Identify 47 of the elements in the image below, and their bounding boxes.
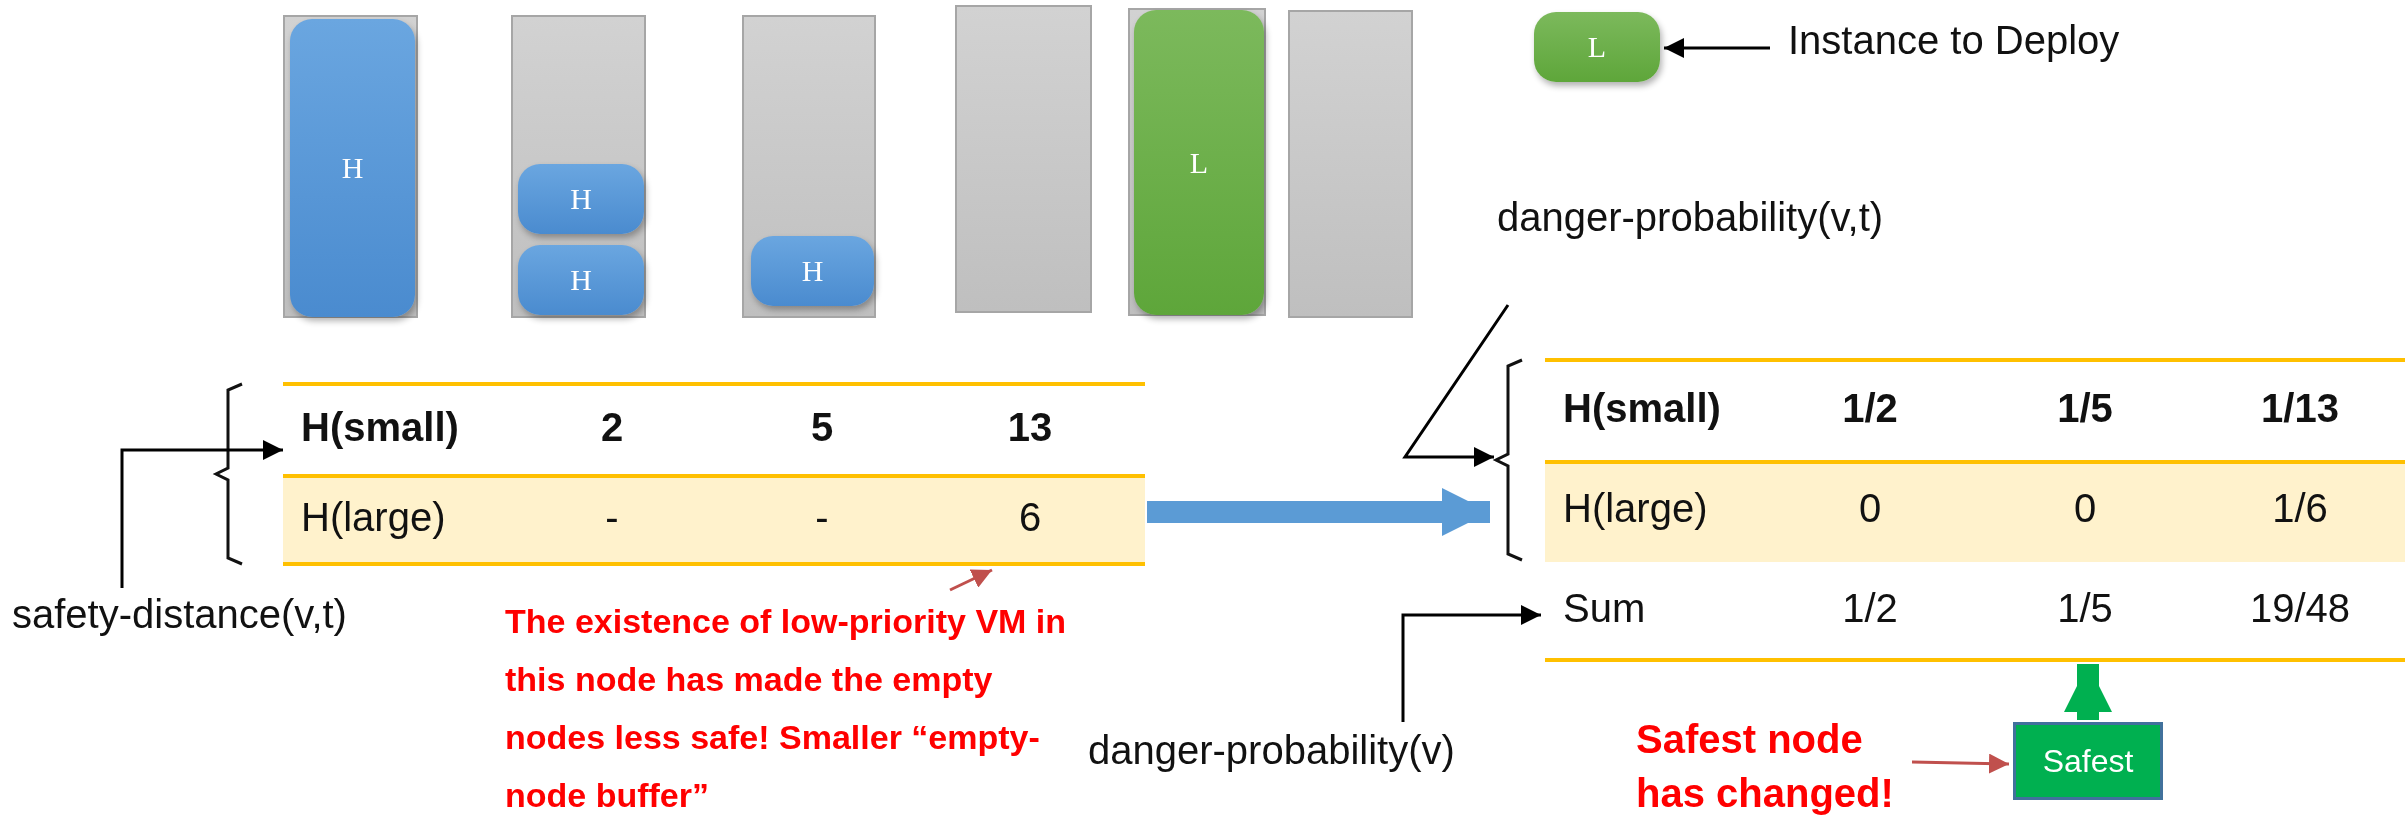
vm-block: H bbox=[518, 245, 644, 315]
leader-arrow bbox=[949, 568, 993, 592]
table-cell: 1/6 bbox=[2272, 486, 2328, 531]
table-cell: - bbox=[605, 495, 619, 540]
table-cell: 0 bbox=[2073, 486, 2097, 531]
vm-block: L bbox=[1134, 10, 1264, 315]
server-slot bbox=[955, 5, 1092, 313]
vm-block: H bbox=[751, 236, 874, 306]
block-arrow bbox=[1147, 488, 1490, 536]
formula-label: danger-probability(v,t) bbox=[1497, 195, 1957, 255]
table-cell: 1/2 bbox=[1842, 586, 1898, 631]
table-cell: 2 bbox=[600, 405, 624, 450]
formula-label: danger-probability(v) bbox=[1088, 728, 1528, 788]
table-cell: 6 bbox=[1018, 495, 1042, 540]
safest-marker: Safest bbox=[2013, 722, 2163, 800]
table-cell: - bbox=[815, 495, 829, 540]
table-cell: 1/5 bbox=[2057, 386, 2113, 431]
server-slot bbox=[742, 15, 876, 318]
vm-block: H bbox=[518, 164, 644, 234]
block-arrow bbox=[2064, 664, 2112, 720]
arrow bbox=[1401, 605, 1541, 722]
table-cell: 13 bbox=[1007, 405, 1053, 450]
table-cell: 0 bbox=[1858, 486, 1882, 531]
formula-label: Instance to Deploy bbox=[1788, 18, 2208, 78]
table-cell: 1/13 bbox=[2261, 386, 2339, 431]
annotation-text: The existence of low-priority VM in this node has made the empty nodes less safe! Smaller “empty-node buffer” bbox=[505, 592, 1085, 830]
row-header: H(small) bbox=[301, 405, 459, 450]
vm-block: H bbox=[290, 19, 415, 317]
leader-arrow bbox=[1911, 753, 2010, 774]
formula-label: safety-distance(v,t) bbox=[12, 592, 432, 652]
table-cell: 1/2 bbox=[1842, 386, 1898, 431]
table-cell: 19/48 bbox=[2249, 586, 2351, 631]
table-cell: 1/5 bbox=[2057, 586, 2113, 631]
vm-block: L bbox=[1534, 12, 1660, 82]
data-table bbox=[1545, 358, 2405, 562]
table-cell: 5 bbox=[810, 405, 834, 450]
data-table bbox=[283, 382, 1145, 566]
server-slot bbox=[511, 15, 646, 318]
arrow bbox=[120, 440, 283, 588]
arrow bbox=[1664, 38, 1770, 58]
row-header: Sum bbox=[1563, 586, 1646, 631]
arrow bbox=[1402, 304, 1510, 467]
row-header: H(large) bbox=[1563, 486, 1708, 531]
server-slot bbox=[1288, 10, 1413, 318]
row-header: H(small) bbox=[1563, 386, 1721, 431]
annotation-text: Safest node has changed! bbox=[1636, 712, 1908, 824]
row-header: H(large) bbox=[301, 495, 446, 540]
